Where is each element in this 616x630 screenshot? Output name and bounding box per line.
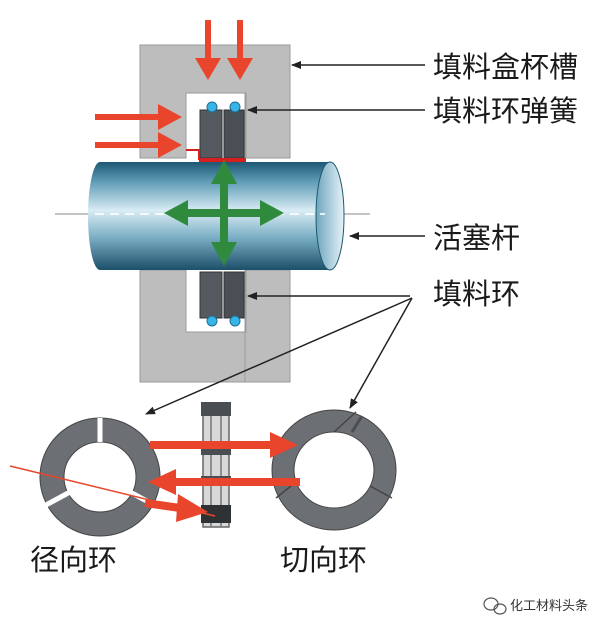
label-tangential-ring: 切向环 — [280, 543, 367, 577]
upper-packing-rings — [186, 101, 246, 163]
callout-leaders — [145, 61, 425, 415]
spring-dot — [206, 101, 218, 113]
wechat-icon — [483, 597, 507, 615]
pressure-arrows-horizontal — [95, 104, 182, 158]
bottom-red-arrows — [9, 432, 300, 522]
spring-dot — [206, 315, 218, 327]
label-ring-spring: 填料环弹簧 — [433, 94, 578, 128]
seal-contact-line — [199, 158, 246, 163]
label-radial-ring: 径向环 — [30, 543, 117, 577]
lower-packing-rings — [199, 271, 245, 327]
ring-side-section — [201, 402, 231, 528]
spring-dot — [229, 315, 241, 327]
tangential-ring — [271, 409, 397, 531]
spring-dot — [229, 101, 241, 113]
label-stuffing-box-groove: 填料盒杯槽 — [433, 50, 578, 84]
label-packing-ring: 填料环 — [433, 277, 520, 311]
watermark: 化工材料头条 — [483, 597, 588, 615]
watermark-text: 化工材料头条 — [510, 598, 588, 614]
pressure-arrows-vertical — [195, 20, 253, 80]
green-motion-arrows — [164, 160, 284, 266]
label-piston-rod: 活塞杆 — [433, 221, 520, 255]
